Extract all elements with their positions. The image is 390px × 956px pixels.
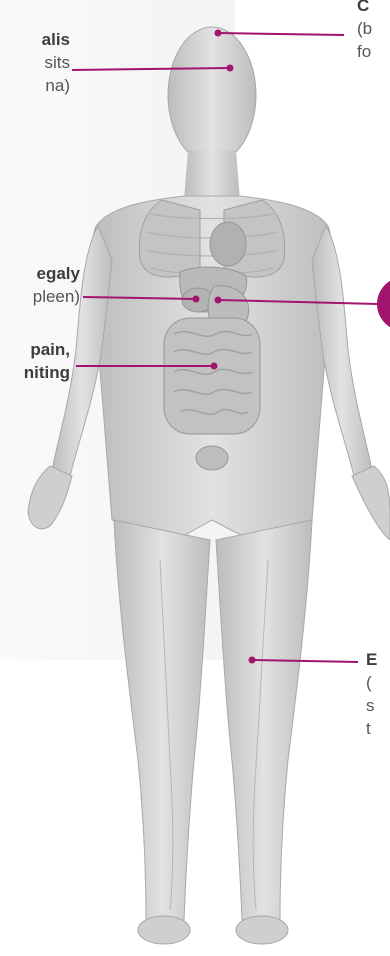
- label-head-right-title: C: [357, 0, 390, 17]
- leader-head-right: [218, 33, 344, 35]
- head: [168, 27, 256, 163]
- left-leg: [114, 520, 210, 920]
- neck: [184, 150, 240, 200]
- label-top-left-line3: na): [0, 74, 70, 97]
- right-hand: [352, 466, 390, 540]
- label-leg-right-line3: s: [366, 694, 390, 717]
- label-head-right: C (b fo: [357, 0, 390, 63]
- dot-stomach: [215, 297, 222, 304]
- right-foot: [236, 916, 288, 944]
- dot-leg: [249, 657, 256, 664]
- label-head-right-line2: (b: [357, 17, 390, 40]
- left-foot: [138, 916, 190, 944]
- label-head-right-line3: fo: [357, 40, 390, 63]
- right-leg: [216, 520, 312, 920]
- label-leg-right-line2: (: [366, 671, 390, 694]
- label-abdomen-title: pain,: [0, 338, 70, 361]
- label-leg-right-line4: t: [366, 717, 390, 740]
- label-spleen: egaly pleen): [0, 262, 80, 308]
- label-spleen-title: egaly: [0, 262, 80, 285]
- heart: [210, 222, 246, 266]
- label-leg-right-title: E: [366, 648, 390, 671]
- bladder: [196, 446, 228, 470]
- label-spleen-line2: pleen): [0, 285, 80, 308]
- label-top-left-title: alis: [0, 28, 70, 51]
- label-abdomen: pain, niting: [0, 338, 70, 384]
- label-top-left: alis sits na): [0, 28, 70, 97]
- dot-abdomen: [211, 363, 218, 370]
- label-leg-right: E ( s t: [366, 648, 390, 740]
- label-top-left-line2: sits: [0, 51, 70, 74]
- dot-spleen: [193, 296, 200, 303]
- callout-dot-icon: [377, 277, 390, 331]
- label-abdomen-line2: niting: [0, 361, 70, 384]
- dot-head: [215, 30, 222, 37]
- dot-top-left: [227, 65, 234, 72]
